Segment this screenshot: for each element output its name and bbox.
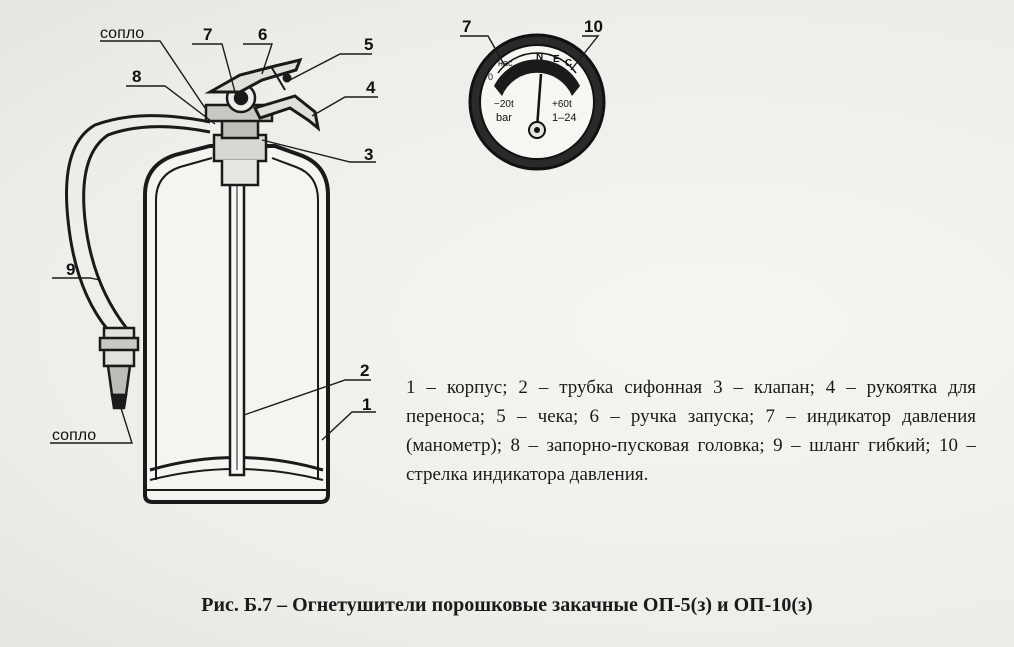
gauge-callout-10: 10: [584, 17, 603, 36]
callout-4: 4: [366, 78, 376, 97]
figure-caption: Рис. Б.7 – Огнетушители порошковые закач…: [201, 594, 813, 616]
gauge-temp-high: +60t: [552, 99, 572, 110]
gauge-temp-low: −20t: [494, 99, 514, 110]
parts-legend: 1 – корпус; 2 – трубка сифонная 3 – клап…: [406, 377, 976, 485]
pressure-gauge: нас. N Е С 0 −20t +60t bar 1–24: [468, 33, 606, 171]
callout-3: 3: [364, 145, 373, 164]
callout-1: 1: [362, 395, 371, 414]
callout-2: 2: [360, 361, 369, 380]
siphon-tube: [228, 158, 246, 477]
gauge-range: 1–24: [552, 112, 576, 124]
callout-9: 9: [66, 260, 75, 279]
gauge-callout-7: 7: [462, 17, 471, 36]
gauge-label-c: С: [565, 58, 572, 69]
label-nozzle-top: сопло: [100, 25, 144, 42]
callout-5: 5: [364, 35, 373, 54]
gauge-label-n: N: [536, 52, 543, 63]
hose: [65, 114, 211, 331]
gauge-leader-lines: [460, 35, 600, 71]
shutoff-head: [204, 82, 274, 187]
label-nozzle-bottom: сопло: [52, 427, 96, 444]
callout-7: 7: [203, 25, 212, 44]
gauge-needle: [535, 73, 543, 129]
gauge-label-e: Е: [553, 54, 560, 65]
hose-nozzle: [98, 326, 140, 410]
leader-lines: [50, 40, 378, 444]
gauge-unit: bar: [496, 112, 512, 124]
callout-6: 6: [258, 25, 267, 44]
gauge-label-zero: 0: [488, 72, 493, 82]
callout-8: 8: [132, 67, 141, 86]
gauge-label-nac: нас.: [498, 58, 515, 68]
